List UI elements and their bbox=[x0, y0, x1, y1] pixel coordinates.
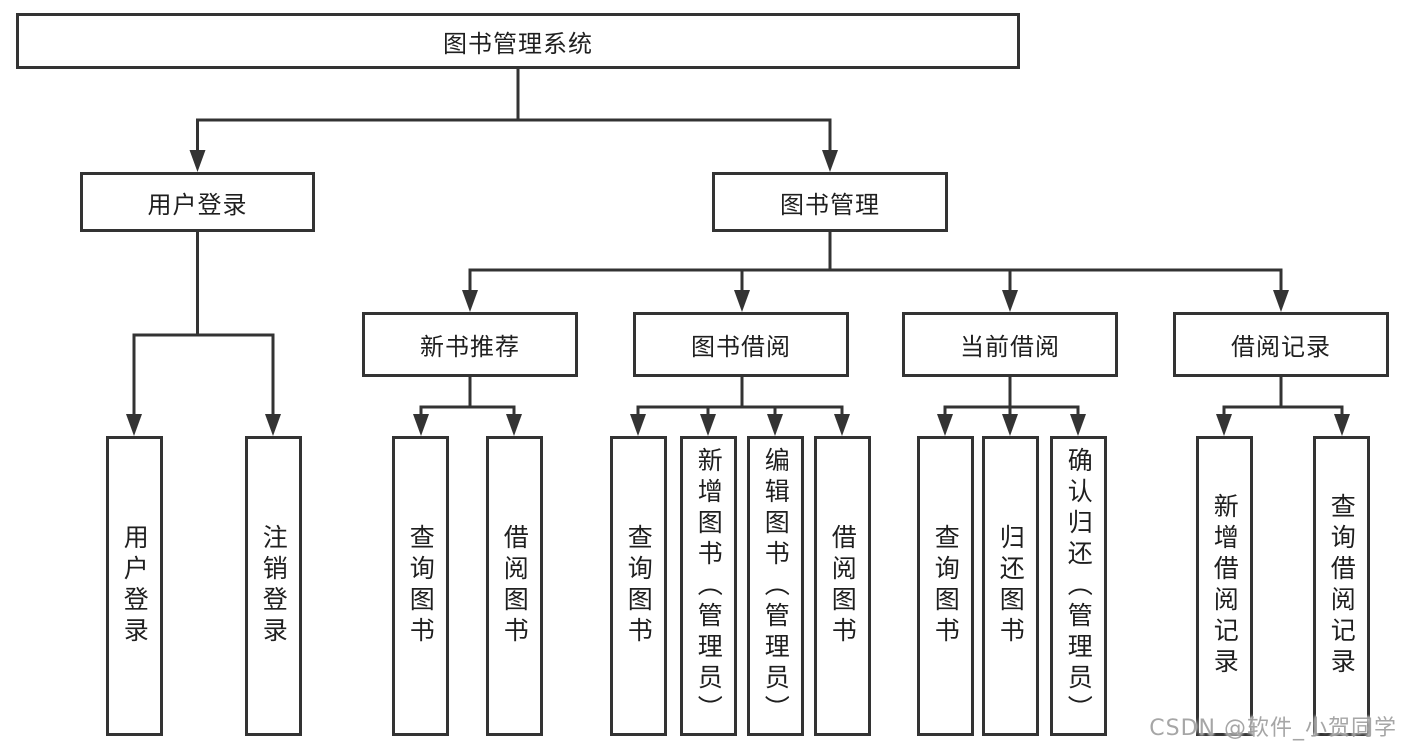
arrowhead bbox=[1216, 414, 1232, 436]
arrowhead bbox=[265, 414, 281, 436]
leaf-return-books: 归还图书 bbox=[982, 436, 1039, 736]
connector-new-book bbox=[419, 377, 516, 424]
arrowhead bbox=[937, 414, 953, 436]
connector-borrow-record bbox=[1222, 377, 1344, 424]
leaf-query-books-current: 查询图书 bbox=[917, 436, 974, 736]
arrowhead bbox=[767, 414, 783, 436]
node-book-management: 图书管理 bbox=[712, 172, 948, 232]
leaf-add-books-admin: 新增图书（管理员） bbox=[680, 436, 737, 736]
node-book-borrowing: 图书借阅 bbox=[633, 312, 849, 377]
csdn-watermark: CSDN @软件_小贺同学 bbox=[1149, 716, 1397, 741]
node-new-book-recommend: 新书推荐 bbox=[362, 312, 578, 377]
leaf-logout: 注销登录 bbox=[245, 436, 302, 736]
leaf-user-login: 用户登录 bbox=[106, 436, 163, 736]
connector-root bbox=[196, 69, 832, 160]
leaf-query-books-borrow: 查询图书 bbox=[610, 436, 667, 736]
arrowhead bbox=[630, 414, 646, 436]
node-root-system: 图书管理系统 bbox=[16, 13, 1020, 69]
arrowhead bbox=[189, 150, 206, 172]
arrowhead bbox=[834, 414, 850, 436]
arrowhead bbox=[462, 290, 478, 312]
arrowhead bbox=[1002, 290, 1018, 312]
leaf-borrow-books: 借阅图书 bbox=[814, 436, 871, 736]
arrowhead bbox=[413, 414, 429, 436]
arrowhead bbox=[822, 150, 838, 172]
arrowhead bbox=[506, 414, 522, 436]
arrowhead bbox=[1334, 414, 1350, 436]
connector-book-borrow bbox=[636, 377, 844, 424]
leaf-add-borrow-record: 新增借阅记录 bbox=[1196, 436, 1253, 736]
arrowhead bbox=[1070, 414, 1086, 436]
connector-book-mgmt bbox=[468, 232, 1283, 300]
node-current-borrowing: 当前借阅 bbox=[902, 312, 1118, 377]
arrowhead bbox=[700, 414, 716, 436]
connector-user-login bbox=[132, 232, 275, 424]
leaf-query-books-newbook: 查询图书 bbox=[392, 436, 449, 736]
leaf-confirm-return-admin: 确认归还（管理员） bbox=[1050, 436, 1107, 736]
arrowhead bbox=[1002, 414, 1018, 436]
node-user-login: 用户登录 bbox=[80, 172, 315, 232]
node-borrowing-records: 借阅记录 bbox=[1173, 312, 1389, 377]
leaf-edit-books-admin: 编辑图书（管理员） bbox=[747, 436, 804, 736]
leaf-borrow-books-newbook: 借阅图书 bbox=[486, 436, 543, 736]
arrowhead bbox=[734, 290, 750, 312]
arrowheads bbox=[126, 150, 1350, 436]
arrowhead bbox=[1273, 290, 1289, 312]
leaf-query-borrow-record: 查询借阅记录 bbox=[1313, 436, 1370, 736]
arrowhead bbox=[126, 414, 142, 436]
